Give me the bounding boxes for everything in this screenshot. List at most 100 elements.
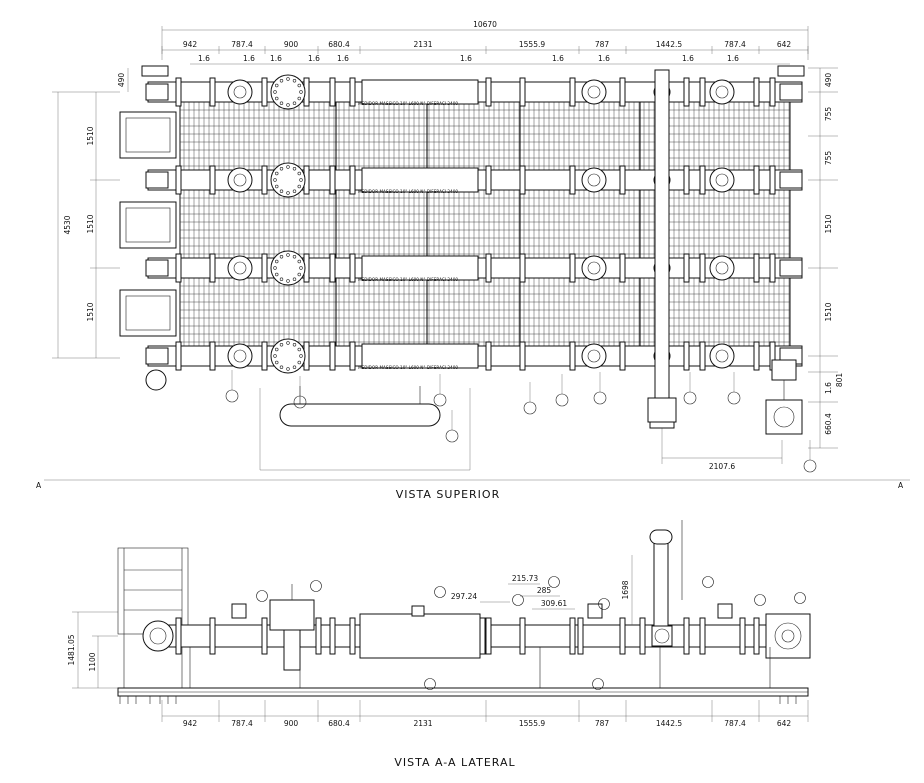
run-flange (349, 253, 356, 283)
bolt (286, 191, 290, 195)
base-skid (117, 687, 809, 697)
run-flange (485, 341, 492, 371)
run-flange (261, 165, 268, 195)
dim-right-lower-3: 660.4 (824, 413, 833, 435)
dim-top-3: 900 (284, 40, 299, 49)
side-flange (479, 617, 486, 655)
callout-balloon (683, 391, 697, 405)
gap-5: 1.6 (337, 54, 349, 63)
bolt (292, 277, 297, 281)
run-blind-flange (270, 338, 306, 374)
left-access-ladders (119, 111, 177, 337)
section-mark-left: A (36, 481, 42, 490)
run-flange (683, 253, 690, 283)
run-flange (175, 77, 182, 107)
meter-label-2: MEDIDOR MASSICO 10" L600 N° DIFERACI 240… (358, 189, 458, 194)
side-flange (315, 617, 322, 655)
run-flange (619, 165, 626, 195)
bolt (286, 279, 290, 283)
bolt (297, 259, 301, 264)
callout-balloon (727, 391, 741, 405)
side-dim-left-1: 1481.05 (67, 634, 76, 665)
grating-deck (179, 89, 791, 363)
side-dim-upper-1: 297.24 (451, 592, 477, 601)
run-flange (769, 77, 776, 107)
meter-run (145, 162, 803, 198)
bolt (286, 103, 290, 107)
run-valve-core (715, 349, 729, 363)
side-callout-balloons (256, 576, 806, 690)
mass-meter-body (359, 613, 481, 659)
bolt (273, 266, 277, 270)
side-callout-balloon (310, 580, 322, 592)
run-valve (227, 255, 253, 281)
run-blind-flange (270, 74, 306, 110)
bolt (279, 101, 284, 105)
left-dimensions: 4530 1510 1510 1510 490 (52, 68, 129, 359)
access-ladder (117, 547, 189, 688)
callout-balloon (523, 401, 537, 415)
run-valve-core (233, 85, 247, 99)
side-flange (175, 617, 182, 655)
run-valve-core (715, 173, 729, 187)
bolt (297, 171, 301, 176)
callout-balloons (225, 370, 817, 473)
gap-1: 1.6 (198, 54, 210, 63)
side-view: 942 787.4 900 680.4 2131 1555.9 787 1442… (67, 520, 811, 769)
side-dim-7: 787 (595, 719, 610, 728)
bolt (279, 189, 284, 193)
side-flange (699, 617, 706, 655)
run-flange (209, 165, 216, 195)
bolt (297, 96, 301, 101)
side-dim-6: 1555.9 (519, 719, 545, 728)
dim-left-total: 4530 (63, 215, 72, 234)
side-flange (519, 617, 526, 655)
run-meter (361, 167, 479, 193)
side-callout-balloon (424, 678, 436, 690)
side-dim-upper-3: 285 (537, 586, 552, 595)
bolt (292, 343, 297, 347)
side-callout-balloon (592, 678, 604, 690)
grating-lines (180, 90, 790, 362)
side-dim-5: 2131 (413, 719, 432, 728)
bolt (297, 83, 301, 88)
run-flange (519, 165, 526, 195)
bolt (279, 79, 284, 83)
side-flange (349, 617, 356, 655)
inlet-valve (142, 620, 174, 652)
run-blind-flange (270, 162, 306, 198)
run-flange (209, 253, 216, 283)
run-valve (227, 79, 253, 105)
bolt (292, 189, 297, 193)
dim-right-4: 1510 (824, 214, 833, 233)
run-end-left (145, 171, 169, 189)
run-flange (753, 253, 760, 283)
run-valve-core (587, 349, 601, 363)
callout-balloon (433, 393, 447, 407)
run-flange (519, 77, 526, 107)
top-view-title: VISTA SUPERIOR (396, 488, 500, 501)
bolt (275, 83, 279, 88)
outlet-header (647, 69, 677, 429)
bolt (286, 367, 290, 371)
side-flange (329, 617, 336, 655)
side-dim-left-2: 1100 (88, 652, 97, 671)
bolt (297, 272, 301, 277)
run-flange (261, 341, 268, 371)
run-end-right (779, 83, 803, 101)
run-end-right (779, 259, 803, 277)
dim-right-lower-1: 1.6 (824, 382, 833, 394)
dim-top-9: 787.4 (724, 40, 746, 49)
bolt (297, 347, 301, 352)
run-flange (769, 253, 776, 283)
run-flange (699, 165, 706, 195)
callout-balloon (803, 459, 817, 473)
outlet-flange (777, 65, 805, 77)
side-flanges (175, 617, 776, 655)
outlet-valve-side (765, 613, 811, 659)
section-mark-right: A (898, 481, 904, 490)
bolt (286, 341, 290, 345)
run-valve (227, 343, 253, 369)
bolt (297, 360, 301, 365)
side-flange (639, 617, 646, 655)
